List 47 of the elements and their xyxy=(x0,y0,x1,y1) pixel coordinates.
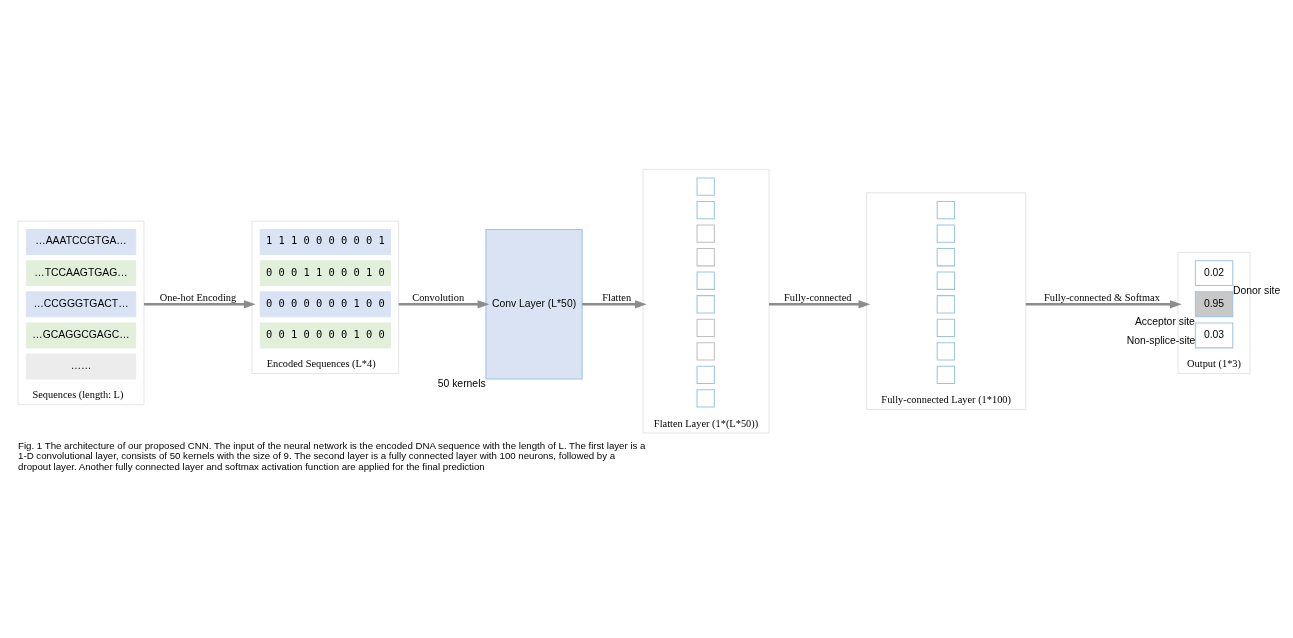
node-box: …AAATCCGTGA… xyxy=(25,228,137,255)
node-box xyxy=(696,341,715,360)
node-box: 0.03 xyxy=(1194,321,1234,348)
node-box xyxy=(936,341,955,360)
edge-label: One-hot Encoding xyxy=(159,291,237,303)
node-box: 0 0 0 1 1 0 0 0 1 0 xyxy=(259,259,391,286)
node-box xyxy=(696,200,715,219)
node-box xyxy=(936,200,955,219)
node-label: 50 kernels xyxy=(437,377,486,389)
node-box: 0 0 0 0 0 0 0 1 0 0 xyxy=(259,290,391,317)
node-label: Donor site xyxy=(1232,284,1281,296)
node-box xyxy=(696,176,715,196)
arrow xyxy=(769,299,871,308)
node-box: 0.02 xyxy=(1194,259,1234,286)
node-box: Conv Layer (L*50) xyxy=(485,228,583,380)
node-box xyxy=(936,224,955,243)
arrow xyxy=(144,299,256,308)
node-box xyxy=(696,365,715,384)
edge-label: Convolution xyxy=(412,291,465,303)
node-box xyxy=(936,294,955,313)
edge-label: Fully-connected & Softmax xyxy=(1044,291,1160,303)
caption: Fig. 1 The architecture of our proposed CNN. The input of the neural network is the encoded DNA sequence with the length of L. The first layer is a 1-D convolutional layer, consists of 50 kernels with the size of 9. The second layer is a fully connected layer with 100 neurons, followed by a dropout layer. Another fully connected layer and softmax activation function are applied for the final prediction xyxy=(18,439,646,472)
node-box xyxy=(936,365,955,384)
node-box: 0.95 xyxy=(1194,290,1234,317)
node-box xyxy=(696,247,715,266)
node-label: Non-splice-site xyxy=(1126,334,1196,346)
edge-label: Flatten xyxy=(602,291,632,303)
arrow xyxy=(1025,299,1182,308)
arrow xyxy=(582,299,647,308)
node-box: 1 1 1 0 0 0 0 0 0 1 xyxy=(259,228,391,255)
node-box xyxy=(696,318,715,337)
edge-label: Fully-connected xyxy=(784,291,852,303)
node-box xyxy=(936,271,955,290)
node-box: 0 0 1 0 0 0 0 1 0 0 xyxy=(259,321,391,348)
node-box: …CCGGGTGACT… xyxy=(25,290,137,317)
cluster: Flatten Layer (1*(L*50)) xyxy=(642,168,770,433)
node-box xyxy=(936,318,955,337)
node-label: Acceptor site xyxy=(1134,315,1195,327)
node-box: …GCAGGCGAGC… xyxy=(25,321,137,348)
node-box xyxy=(696,388,715,408)
node-box: …TCCAAGTGAG… xyxy=(25,259,137,286)
node-box xyxy=(696,294,715,313)
cluster: Fully-connected Layer (1*100) xyxy=(866,192,1027,410)
arrow xyxy=(398,299,490,308)
node-box xyxy=(936,247,955,266)
node-box xyxy=(696,271,715,290)
node-box xyxy=(696,224,715,243)
